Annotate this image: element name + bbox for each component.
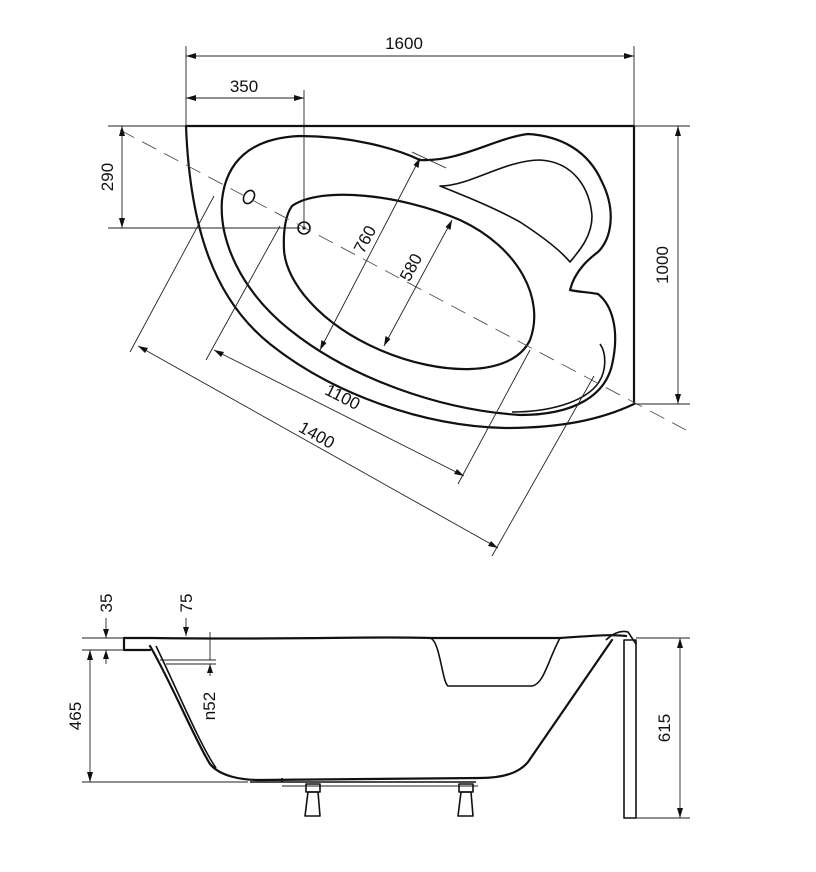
foot-left [304,783,321,817]
side-view: 35 75 n52 465 [66,594,690,819]
dim-lip-label: 75 [177,594,196,613]
rim-line [122,634,628,640]
foot-contour [511,343,606,413]
dim-rim: 35 [82,594,124,664]
dim-offset-vertical-label: 290 [98,163,117,191]
apron-panel [623,639,637,819]
dim-inner-height: 465 [66,650,248,783]
dim-inner-width: 760 [319,151,447,351]
dim-width-label: 1600 [385,34,423,53]
dim-radius: n52 [166,663,219,720]
dim-total-height: 615 [636,637,690,819]
dim-offset: 350 [186,77,305,228]
dim-outer-length-label: 1400 [296,418,338,453]
tub-body-outline [148,638,614,782]
dim-inner-height-label: 465 [66,702,85,730]
dim-total-height-label: 615 [655,714,674,742]
dim-rim-label: 35 [97,594,116,613]
apron-top [605,630,637,645]
dim-offset-vertical: 290 [98,125,300,229]
dim-inner-length: 1100 [205,225,531,485]
dim-inner-length-label: 1100 [322,380,363,414]
dim-lip: 75 [160,594,216,661]
basin-floor [282,193,536,371]
rim-front [122,636,152,652]
foot-right [457,783,474,817]
tub-rim-outline [220,132,617,417]
seat-step [429,637,561,687]
dim-offset-label: 350 [230,77,258,96]
top-view: 1600 350 290 1000 [98,34,690,557]
dim-inner-narrow: 580 [383,219,453,347]
seat-contour [439,159,593,263]
overflow-icon [242,189,256,205]
dim-width: 1600 [185,34,635,126]
dim-inner-width-label: 760 [350,222,380,256]
dim-depth-label: 1000 [653,246,672,284]
base-rail [250,778,476,783]
dim-depth: 1000 [634,125,690,405]
dim-inner-narrow-label: 580 [396,250,426,284]
dim-radius-label: n52 [200,692,219,720]
tub-outer-outline [184,124,636,430]
